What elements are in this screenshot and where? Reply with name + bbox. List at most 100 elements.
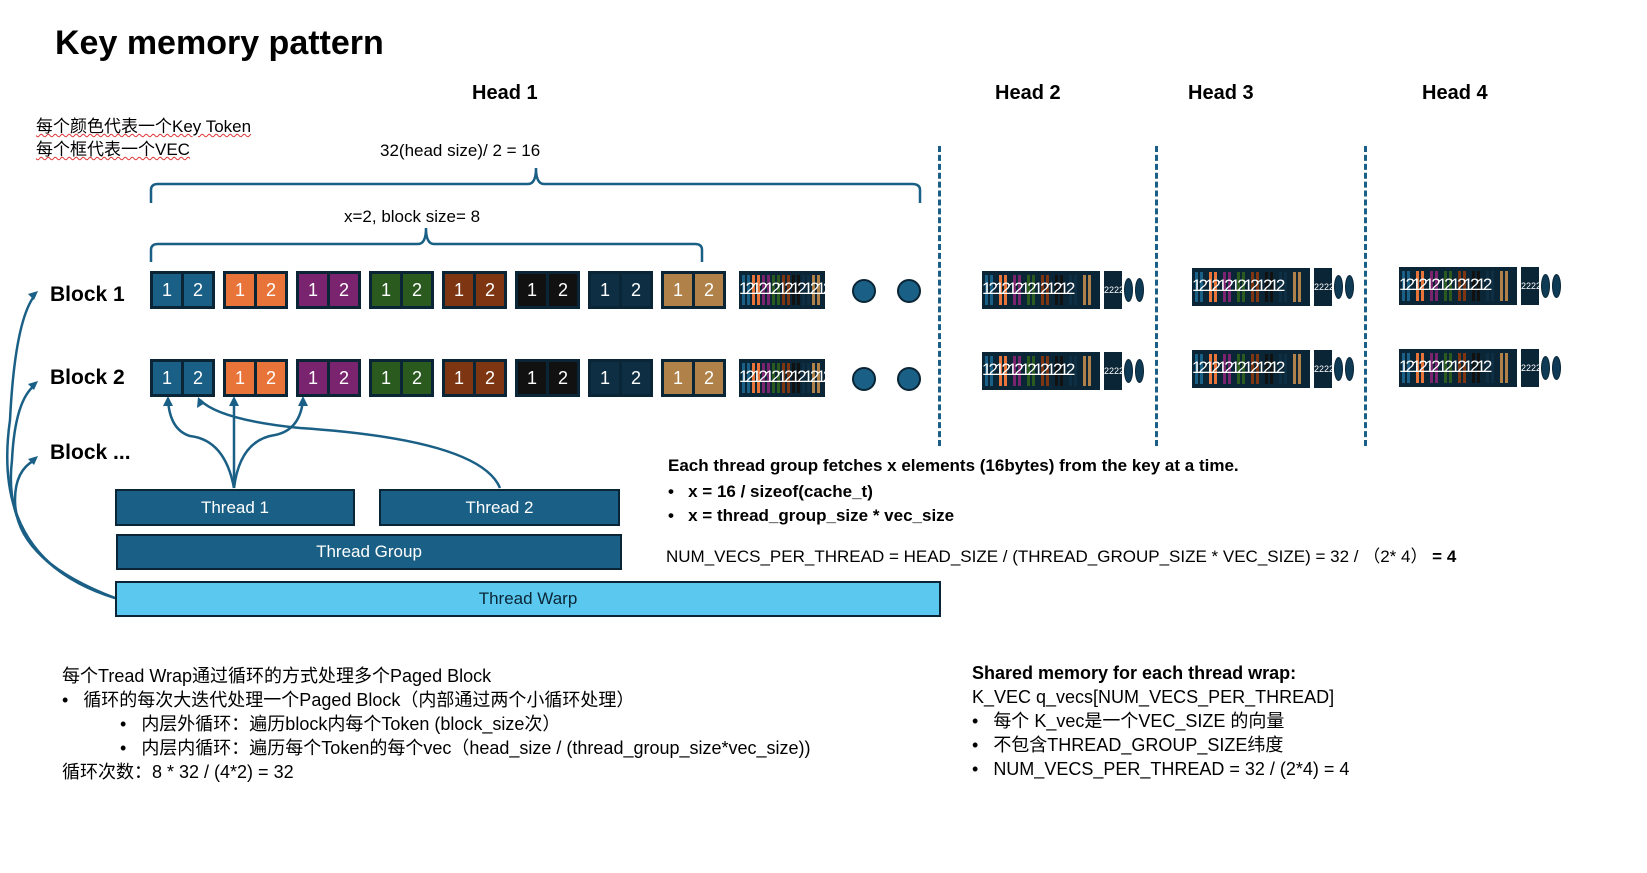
- vec-bar: [747, 363, 750, 393]
- vec-bar: [1463, 353, 1466, 383]
- vec-bar: [1055, 275, 1058, 305]
- ellipsis-dot: [1334, 357, 1343, 381]
- vec-bar: [762, 363, 765, 393]
- vec-bar: [1477, 271, 1480, 301]
- vec-bar: [1237, 354, 1240, 384]
- vec-bar: [1237, 272, 1240, 302]
- vec-bar: [1421, 271, 1424, 301]
- vec-bar: [767, 363, 770, 393]
- fetch-bullet: • x = 16 / sizeof(cache_t): [668, 482, 873, 501]
- vec-bar: [1500, 353, 1503, 383]
- vec-bar: [1013, 275, 1016, 305]
- vec-bar: [767, 275, 770, 305]
- vec-element: 1: [591, 274, 619, 306]
- ellipsis-dot: [1552, 356, 1561, 380]
- vec-element: 1: [664, 362, 692, 394]
- vec-bar: [1195, 354, 1198, 384]
- compressed-extra: 2222: [1104, 352, 1122, 390]
- vec-bar: [1069, 275, 1072, 305]
- vec-bar: [812, 275, 815, 305]
- head-2-label: Head 2: [995, 82, 1061, 104]
- vec-bar: [1435, 271, 1438, 301]
- vec-bar: [999, 275, 1002, 305]
- shared-decl: K_VEC q_vecs[NUM_VECS_PER_THREAD]: [972, 687, 1335, 707]
- vec-bar: [747, 275, 750, 305]
- vec-bar: [1293, 272, 1296, 302]
- vec-bar: [1083, 275, 1086, 305]
- block-more-label: Block ...: [50, 441, 131, 464]
- vec-bar: [797, 275, 800, 305]
- vec-bar: [1430, 353, 1433, 383]
- vec-bar: [985, 275, 988, 305]
- ellipsis-dot: [852, 279, 876, 303]
- compressed-token-strip: 12121212121212: [982, 352, 1100, 390]
- vec-element: 2: [549, 362, 577, 394]
- vec-bar: [1200, 354, 1203, 384]
- vec-bar: [1458, 271, 1461, 301]
- vec-bar: [1214, 272, 1217, 302]
- vec-bar: [777, 275, 780, 305]
- vec-bar: [1088, 275, 1091, 305]
- compressed-label: 12121212121212: [739, 279, 825, 298]
- vec-element: 1: [518, 362, 546, 394]
- vec-bar: [1444, 353, 1447, 383]
- compressed-extra: 2222: [1314, 350, 1332, 388]
- vec-bar: [1055, 356, 1058, 386]
- loop-sub-bullet: • 内层外循环：遍历block内每个Token (block_size次）: [120, 714, 561, 734]
- vec-bar: [752, 363, 755, 393]
- head-1-label: Head 1: [472, 82, 538, 104]
- vec-bar: [817, 363, 820, 393]
- vec-bar: [1298, 354, 1301, 384]
- vec-bar: [1500, 271, 1503, 301]
- vec-element: 1: [445, 274, 473, 306]
- head-3-label: Head 3: [1188, 82, 1254, 104]
- vec-bar: [1223, 354, 1226, 384]
- vec-bar: [742, 363, 745, 393]
- vec-element: 1: [299, 274, 327, 306]
- vec-bar: [1491, 271, 1494, 301]
- vec-bar: [1195, 272, 1198, 302]
- vec-bar: [1228, 272, 1231, 302]
- vec-bar: [1421, 353, 1424, 383]
- vec-bar: [1228, 354, 1231, 384]
- compressed-extra: 2222: [1521, 267, 1539, 305]
- warp-arrow-block2: [9, 384, 116, 600]
- vec-element: 2: [257, 362, 285, 394]
- vec-bar: [1060, 356, 1063, 386]
- vec-bar: [792, 363, 795, 393]
- ellipsis-dot: [1135, 278, 1144, 302]
- vec-bar: [1449, 353, 1452, 383]
- ellipsis-dot: [1541, 356, 1550, 380]
- vec-bar: [1491, 353, 1494, 383]
- vec-bar: [985, 356, 988, 386]
- vec-bar: [1477, 353, 1480, 383]
- vec-bar: [1032, 356, 1035, 386]
- vec-bar: [802, 363, 805, 393]
- vec-bar: [1242, 354, 1245, 384]
- vec-bar: [1407, 353, 1410, 383]
- vec-bar: [1032, 275, 1035, 305]
- vec-bar: [1027, 356, 1030, 386]
- vec-bar: [1018, 275, 1021, 305]
- head-4-label: Head 4: [1422, 82, 1488, 104]
- vec-element: 2: [184, 362, 212, 394]
- vec-bar: [1041, 356, 1044, 386]
- block-2-label: Block 2: [50, 366, 125, 389]
- vec-bar: [787, 275, 790, 305]
- compressed-label: 12121212121212: [1192, 358, 1285, 377]
- ellipsis-dot: [897, 367, 921, 391]
- ellipsis-dot: [1345, 275, 1354, 299]
- vec-bar: [787, 363, 790, 393]
- vec-bar: [792, 275, 795, 305]
- vec-element: 1: [518, 274, 546, 306]
- head-size-label: 32(head size)/ 2 = 16: [380, 141, 541, 160]
- vec-element: 1: [664, 274, 692, 306]
